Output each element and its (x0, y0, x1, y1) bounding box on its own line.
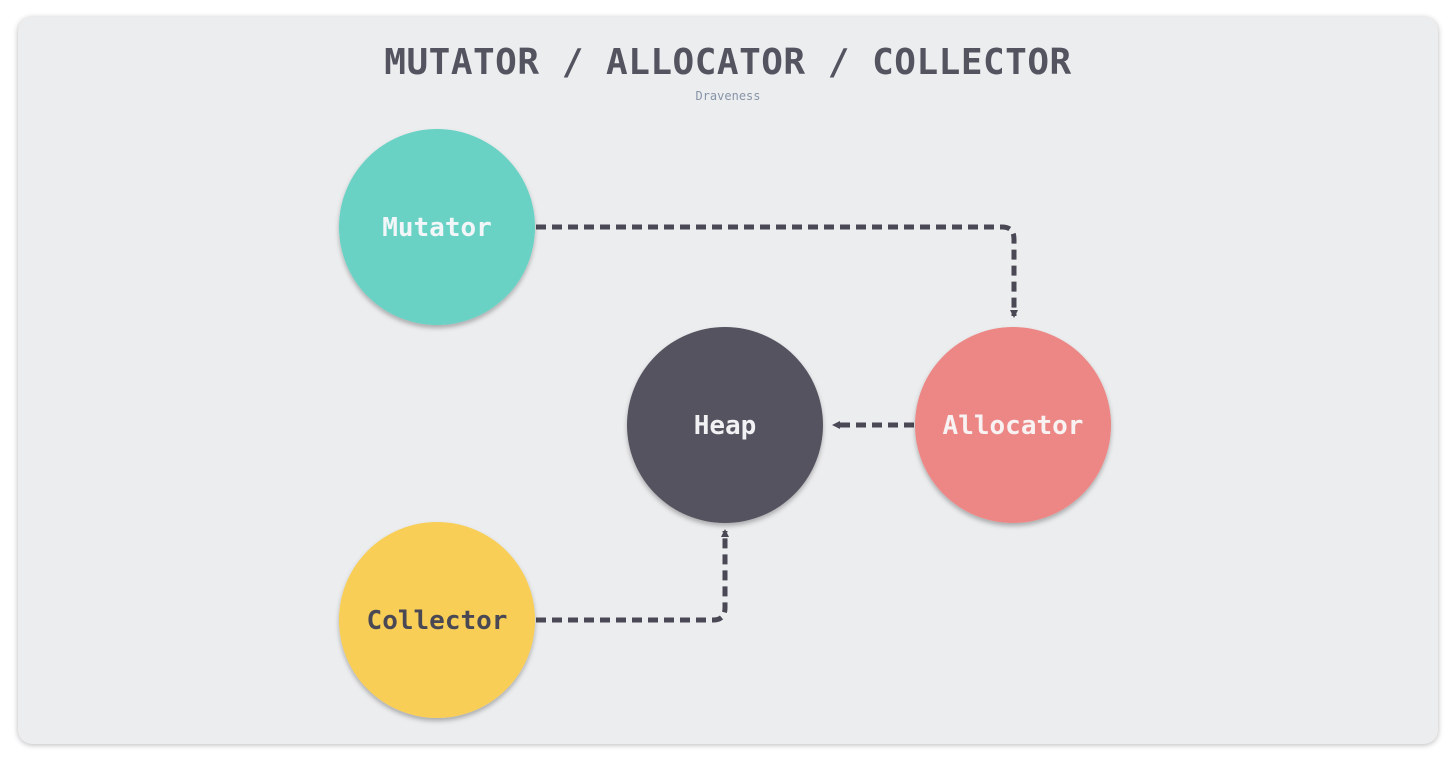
node-allocator: Allocator (915, 327, 1111, 523)
diagram-title: MUTATOR / ALLOCATOR / COLLECTOR (384, 42, 1072, 83)
collector-label: Collector (367, 606, 508, 636)
node-collector: Collector (339, 522, 535, 718)
node-mutator: Mutator (339, 129, 535, 325)
node-heap: Heap (627, 327, 823, 523)
allocator-circle (915, 327, 1111, 523)
heap-circle (627, 327, 823, 523)
collector-circle (339, 522, 535, 718)
allocator-label: Allocator (943, 411, 1084, 441)
mutator-label: Mutator (382, 213, 492, 243)
edge-collector-to-heap (536, 529, 729, 623)
diagram-author: Draveness (695, 89, 761, 103)
heap-label: Heap (694, 411, 757, 441)
mutator-circle (339, 129, 535, 325)
edge-mutator-to-allocator (536, 224, 1018, 318)
